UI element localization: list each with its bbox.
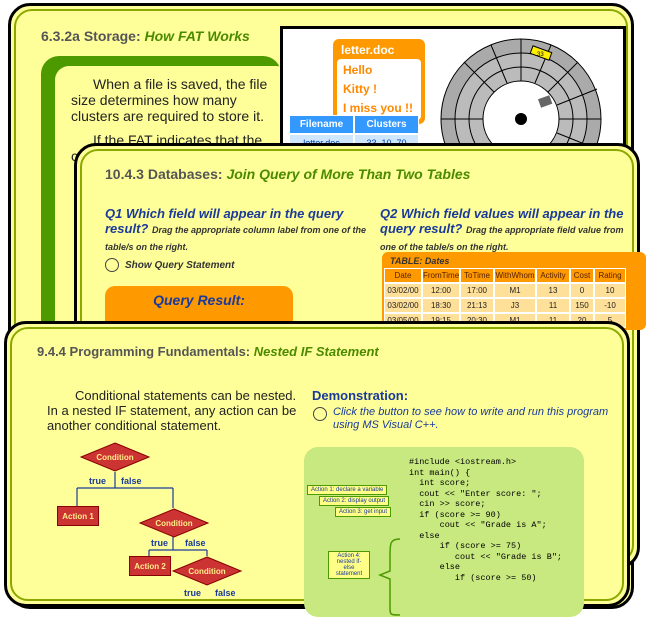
intro-text: Conditional statements can be nested. In… xyxy=(47,388,297,433)
fat-header-clusters: Clusters xyxy=(354,115,419,134)
message-line: I miss you !! xyxy=(343,101,414,115)
table-header-row: Date FromTime ToTime WithWhom Activity C… xyxy=(384,268,644,283)
annotation-tag: Action 2: display output xyxy=(319,496,390,506)
table-caption: TABLE: Dates xyxy=(390,256,450,266)
table-cell[interactable]: 03/02/00 xyxy=(384,283,422,298)
column-header[interactable]: ToTime xyxy=(460,268,494,283)
question-1-title: Q1 Which field will appear in the query … xyxy=(105,206,344,236)
flowchart: Condition true false Action 1 Condition … xyxy=(47,442,317,612)
table-cell[interactable]: 10 xyxy=(594,283,626,298)
play-icon xyxy=(105,258,119,272)
annotation-tag: Action 3: get input xyxy=(335,507,392,517)
condition-diamond: Condition xyxy=(138,508,210,538)
question-2-title: Q2 Which field values will appear in the… xyxy=(380,206,624,236)
bracket-connector xyxy=(377,538,401,616)
table-cell[interactable]: 18:30 xyxy=(422,298,460,313)
table-cell[interactable]: 150 xyxy=(570,298,594,313)
section-number: 9.4.4 xyxy=(37,344,66,359)
annotation-tag: Action 1: declare a variable xyxy=(307,485,388,495)
question-1: Q1 Which field will appear in the query … xyxy=(105,206,375,255)
demo-button[interactable]: Click the button to see how to write and… xyxy=(313,406,613,432)
table-cell[interactable]: -10 xyxy=(594,298,626,313)
table-cell[interactable]: 11 xyxy=(536,298,570,313)
show-query-label: Show Query Statement xyxy=(125,259,235,271)
section-name: Databases xyxy=(147,166,218,182)
table-cell[interactable]: 0 xyxy=(570,283,594,298)
message-line: Kitty ! xyxy=(343,82,377,96)
document-name: letter.doc xyxy=(341,43,395,57)
fat-lesson-title: 6.3.2a Storage: How FAT Works xyxy=(41,28,250,44)
question-2: Q2 Which field values will appear in the… xyxy=(380,206,640,255)
table-cell[interactable]: 12:00 xyxy=(422,283,460,298)
document-card: letter.doc Hello Kitty ! I miss you !! xyxy=(333,39,425,124)
action-1-box: Action 1 xyxy=(57,506,99,526)
message-line: Hello xyxy=(343,63,373,77)
code-listing: #include <iostream.h> int main() { int s… xyxy=(409,457,563,583)
question-2-hint: Drag the appropriate field value from on… xyxy=(380,225,624,252)
column-header[interactable]: Cost xyxy=(570,268,594,283)
table-row: 03/02/00 18:30 21:13 J3 11 150 -10 xyxy=(384,298,644,313)
false-label: false xyxy=(121,476,142,486)
condition-diamond: Condition xyxy=(171,556,243,586)
code-panel: #include <iostream.h> int main() { int s… xyxy=(304,447,584,617)
table-cell[interactable]: 03/02/00 xyxy=(384,298,422,313)
annotation-tag: Action 4: nested if-else statement xyxy=(328,551,370,579)
play-icon xyxy=(313,407,327,421)
true-label: true xyxy=(89,476,107,486)
false-label: false xyxy=(215,588,236,598)
condition-diamond: Condition xyxy=(79,442,151,472)
table-cell[interactable]: 17:00 xyxy=(460,283,494,298)
sector-label: 33 xyxy=(537,52,544,58)
section-subtitle: How FAT Works xyxy=(144,28,250,44)
question-1-hint: Drag the appropriate column label from o… xyxy=(105,225,366,252)
para-file-size: When a file is saved, the file size dete… xyxy=(71,76,268,124)
table-cell[interactable]: M1 xyxy=(494,283,536,298)
true-label: true xyxy=(184,588,202,598)
document-contents: Hello Kitty ! I miss you !! xyxy=(337,59,421,120)
condition-label: Condition xyxy=(96,452,134,462)
condition-label: Condition xyxy=(188,566,226,576)
table-cell[interactable]: 21:13 xyxy=(460,298,494,313)
section-subtitle: Join Query of More Than Two Tables xyxy=(226,166,471,182)
table-cell[interactable]: 13 xyxy=(536,283,570,298)
demo-heading: Demonstration: xyxy=(312,388,409,403)
section-number: 6.3.2a xyxy=(41,28,80,44)
true-label: true xyxy=(151,538,169,548)
flowchart-connectors xyxy=(76,472,208,556)
fat-header-filename: Filename xyxy=(289,115,354,134)
database-lesson-title: 10.4.3 Databases: Join Query of More Tha… xyxy=(105,166,471,182)
column-header[interactable]: FromTime xyxy=(422,268,460,283)
dates-table: TABLE: Dates Date FromTime ToTime WithWh… xyxy=(382,252,646,330)
table-cell[interactable]: J3 xyxy=(494,298,536,313)
show-query-button[interactable]: Show Query Statement xyxy=(105,258,234,272)
programming-lesson-title: 9.4.4 Programming Fundamentals: Nested I… xyxy=(37,344,379,359)
demo-text: Click the button to see how to write and… xyxy=(333,406,609,431)
section-subtitle: Nested IF Statement xyxy=(253,344,379,359)
column-header[interactable]: Activity xyxy=(536,268,570,283)
table-row: 03/02/00 12:00 17:00 M1 13 0 10 xyxy=(384,283,644,298)
programming-lesson-window: 9.4.4 Programming Fundamentals: Nested I… xyxy=(4,321,630,617)
section-name: Programming Fundamentals xyxy=(69,344,246,359)
condition-label: Condition xyxy=(155,518,193,528)
section-name: Storage xyxy=(83,28,136,44)
column-header[interactable]: Date xyxy=(384,268,422,283)
column-header[interactable]: WithWhom xyxy=(494,268,536,283)
column-header[interactable]: Rating xyxy=(594,268,626,283)
section-number: 10.4.3 xyxy=(105,166,144,182)
action-2-box: Action 2 xyxy=(129,556,171,576)
false-label: false xyxy=(185,538,206,548)
